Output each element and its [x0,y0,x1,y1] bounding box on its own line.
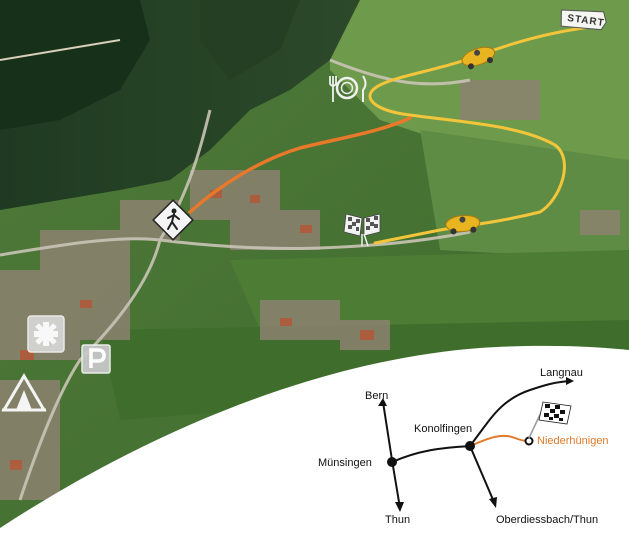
road-muensingen-konolfingen [391,445,471,463]
first-aid-icon [27,315,65,353]
soapbox-car-icon [445,214,481,235]
label-niederhuenigen: Niederhünigen [537,435,609,447]
camping-tent-icon [1,373,47,412]
label-muensingen: Münsingen [318,457,372,469]
road-konolfingen-oberdiessbach [469,445,495,503]
label-langnau: Langnau [540,367,583,379]
node-niederhuenigen [524,436,534,446]
restaurant-icon [329,75,367,102]
label-konolfingen: Konolfingen [414,423,472,435]
inset-road-diagram: Bern Langnau Konolfingen Niederhünigen M… [318,367,609,526]
checkered-flag-icon [528,401,572,439]
start-sign-label: START [567,13,606,29]
node-konolfingen [465,441,475,451]
checkered-finish-flags-icon [343,213,381,247]
label-thun: Thun [385,514,410,526]
inset-background [0,345,629,543]
soapbox-car-icon [461,46,496,70]
start-sign-icon: START [560,9,607,31]
parking-icon [81,344,111,374]
pedestrian-sign-icon [152,199,194,241]
road-konolfingen-langnau [469,380,571,447]
label-oberdiessbach-thun: Oberdiessbach/Thun [496,514,598,526]
label-bern: Bern [365,390,388,402]
walk-route [188,116,412,214]
node-muensingen [387,457,397,467]
route-to-niederhuenigen [469,434,529,447]
